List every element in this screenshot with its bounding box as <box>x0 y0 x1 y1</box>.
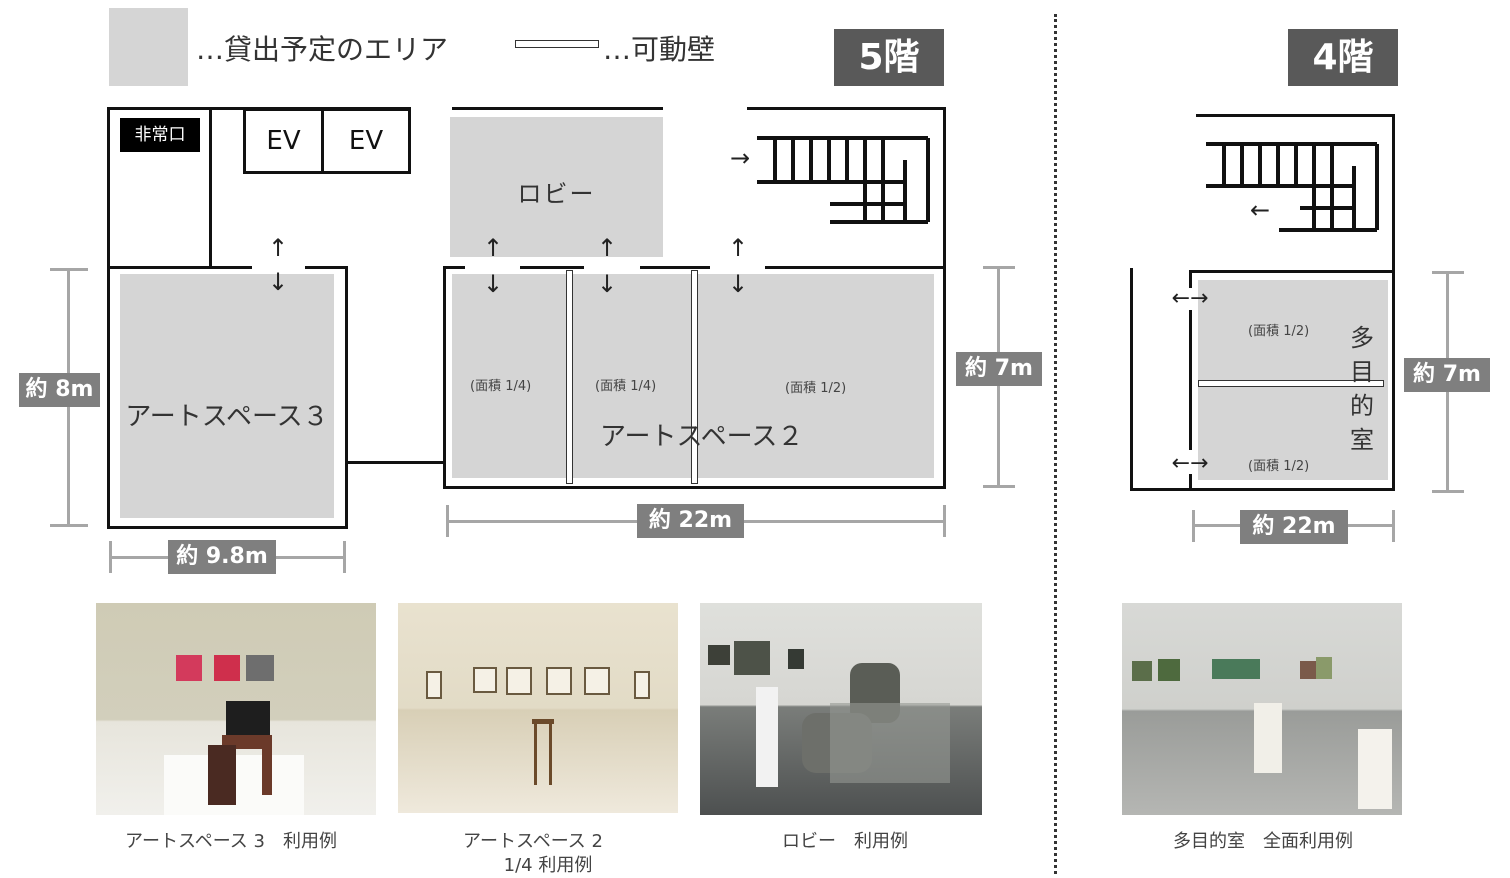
dim-height-right: 約 7m <box>956 352 1042 386</box>
emergency-exit-label: 非常口 <box>120 118 200 152</box>
art-space-2-label: アートスペース２ <box>600 422 804 452</box>
multipurpose-room-label-1: 多 <box>1350 324 1374 352</box>
down-arrow-icon: ↓ <box>267 268 289 296</box>
lobby-label: ロビー <box>517 180 596 208</box>
down-arrow-icon: ↓ <box>482 270 504 298</box>
photo-2-caption-line-2: 1/4 利用例 <box>503 855 593 876</box>
area-half-label: (面積 1/2) <box>1248 459 1310 474</box>
left-arrow-icon: ← <box>1249 196 1271 224</box>
wall <box>640 266 710 269</box>
dim-line <box>1432 271 1464 274</box>
dim-line <box>343 541 346 573</box>
up-arrow-icon: ↑ <box>727 234 749 262</box>
area-quarter-label: (面積 1/4) <box>595 379 657 394</box>
area-half-label: (面積 1/2) <box>785 381 847 396</box>
wall <box>107 107 110 529</box>
legend-wall-text: …可動壁 <box>603 33 716 66</box>
multipurpose-room-label-3: 的 <box>1350 392 1374 420</box>
dim-line <box>983 266 1015 269</box>
wall <box>1189 474 1192 490</box>
wall <box>1130 488 1395 491</box>
corridor-wall <box>345 461 446 464</box>
dim-line <box>983 485 1015 488</box>
movable-wall <box>566 270 573 484</box>
photo-2-caption-line-1: アートスペース 2 <box>463 831 603 852</box>
wall <box>443 266 446 489</box>
wall <box>345 266 348 529</box>
wall <box>107 526 348 529</box>
lobby-photo <box>700 603 982 815</box>
down-arrow-icon: ↓ <box>596 270 618 298</box>
wall <box>452 107 663 110</box>
elevator-2-label: EV <box>348 126 384 156</box>
wall <box>107 266 252 269</box>
wall <box>1189 270 1192 288</box>
wall <box>520 266 584 269</box>
dim-line <box>50 524 88 527</box>
dim-line <box>1192 510 1195 542</box>
elevator-1-label: EV <box>266 126 301 156</box>
area-half-label: (面積 1/2) <box>1248 324 1310 339</box>
wall <box>943 107 946 489</box>
art-space-2-photo <box>398 603 678 813</box>
legend-rental-text: …貸出予定のエリア <box>196 33 449 66</box>
dim-width-4f: 約 22m <box>1240 510 1348 544</box>
dim-line <box>446 505 449 537</box>
dim-width-right: 約 22m <box>637 504 744 538</box>
wall <box>765 266 946 269</box>
dim-width-left: 約 9.8m <box>168 540 276 574</box>
left-right-arrow-icon: ←→ <box>1171 451 1209 476</box>
multipurpose-room-label-4: 室 <box>1350 426 1374 454</box>
legend-wall-swatch <box>515 40 599 48</box>
art-space-3-area <box>120 274 334 518</box>
multipurpose-room-label-2: 目 <box>1350 358 1374 386</box>
dim-height-4f: 約 7m <box>1404 358 1490 392</box>
photo-3-caption: ロビー 利用例 <box>782 831 908 852</box>
wall <box>305 266 348 269</box>
floor-4-badge: 4階 <box>1288 29 1398 86</box>
dim-line <box>943 505 946 537</box>
wall <box>1392 114 1395 491</box>
up-arrow-icon: ↑ <box>596 234 618 262</box>
wall <box>1130 268 1133 491</box>
dim-height-left: 約 8m <box>19 373 100 407</box>
wall <box>209 109 212 268</box>
art-space-3-label: アートスペース３ <box>125 402 329 432</box>
dim-line <box>1392 510 1395 542</box>
floor-5-badge: 5階 <box>834 29 944 86</box>
photo-1-caption: アートスペース 3 利用例 <box>125 831 337 852</box>
wall <box>747 107 946 110</box>
left-right-arrow-icon: ←→ <box>1171 286 1209 311</box>
elevator-2 <box>321 108 411 174</box>
stairs-4f <box>1206 142 1379 232</box>
art-space-3-photo <box>96 603 376 815</box>
photo-4-caption: 多目的室 全面利用例 <box>1173 831 1353 852</box>
wall <box>1189 270 1395 273</box>
wall <box>1189 310 1192 450</box>
dim-line <box>109 541 112 573</box>
floor-divider <box>1054 14 1057 874</box>
wall <box>443 266 465 269</box>
dim-line <box>50 268 88 271</box>
wall <box>443 486 946 489</box>
stairs-5f <box>757 136 930 224</box>
right-arrow-icon: → <box>729 144 751 172</box>
wall <box>1196 114 1395 117</box>
down-arrow-icon: ↓ <box>727 270 749 298</box>
area-quarter-label: (面積 1/4) <box>470 379 532 394</box>
up-arrow-icon: ↑ <box>267 234 289 262</box>
movable-wall <box>1198 380 1384 387</box>
movable-wall <box>691 270 698 484</box>
lobby-area <box>450 117 663 257</box>
legend-rental-swatch <box>109 8 188 86</box>
dim-line <box>1432 490 1464 493</box>
up-arrow-icon: ↑ <box>482 234 504 262</box>
multipurpose-room-photo <box>1122 603 1402 815</box>
